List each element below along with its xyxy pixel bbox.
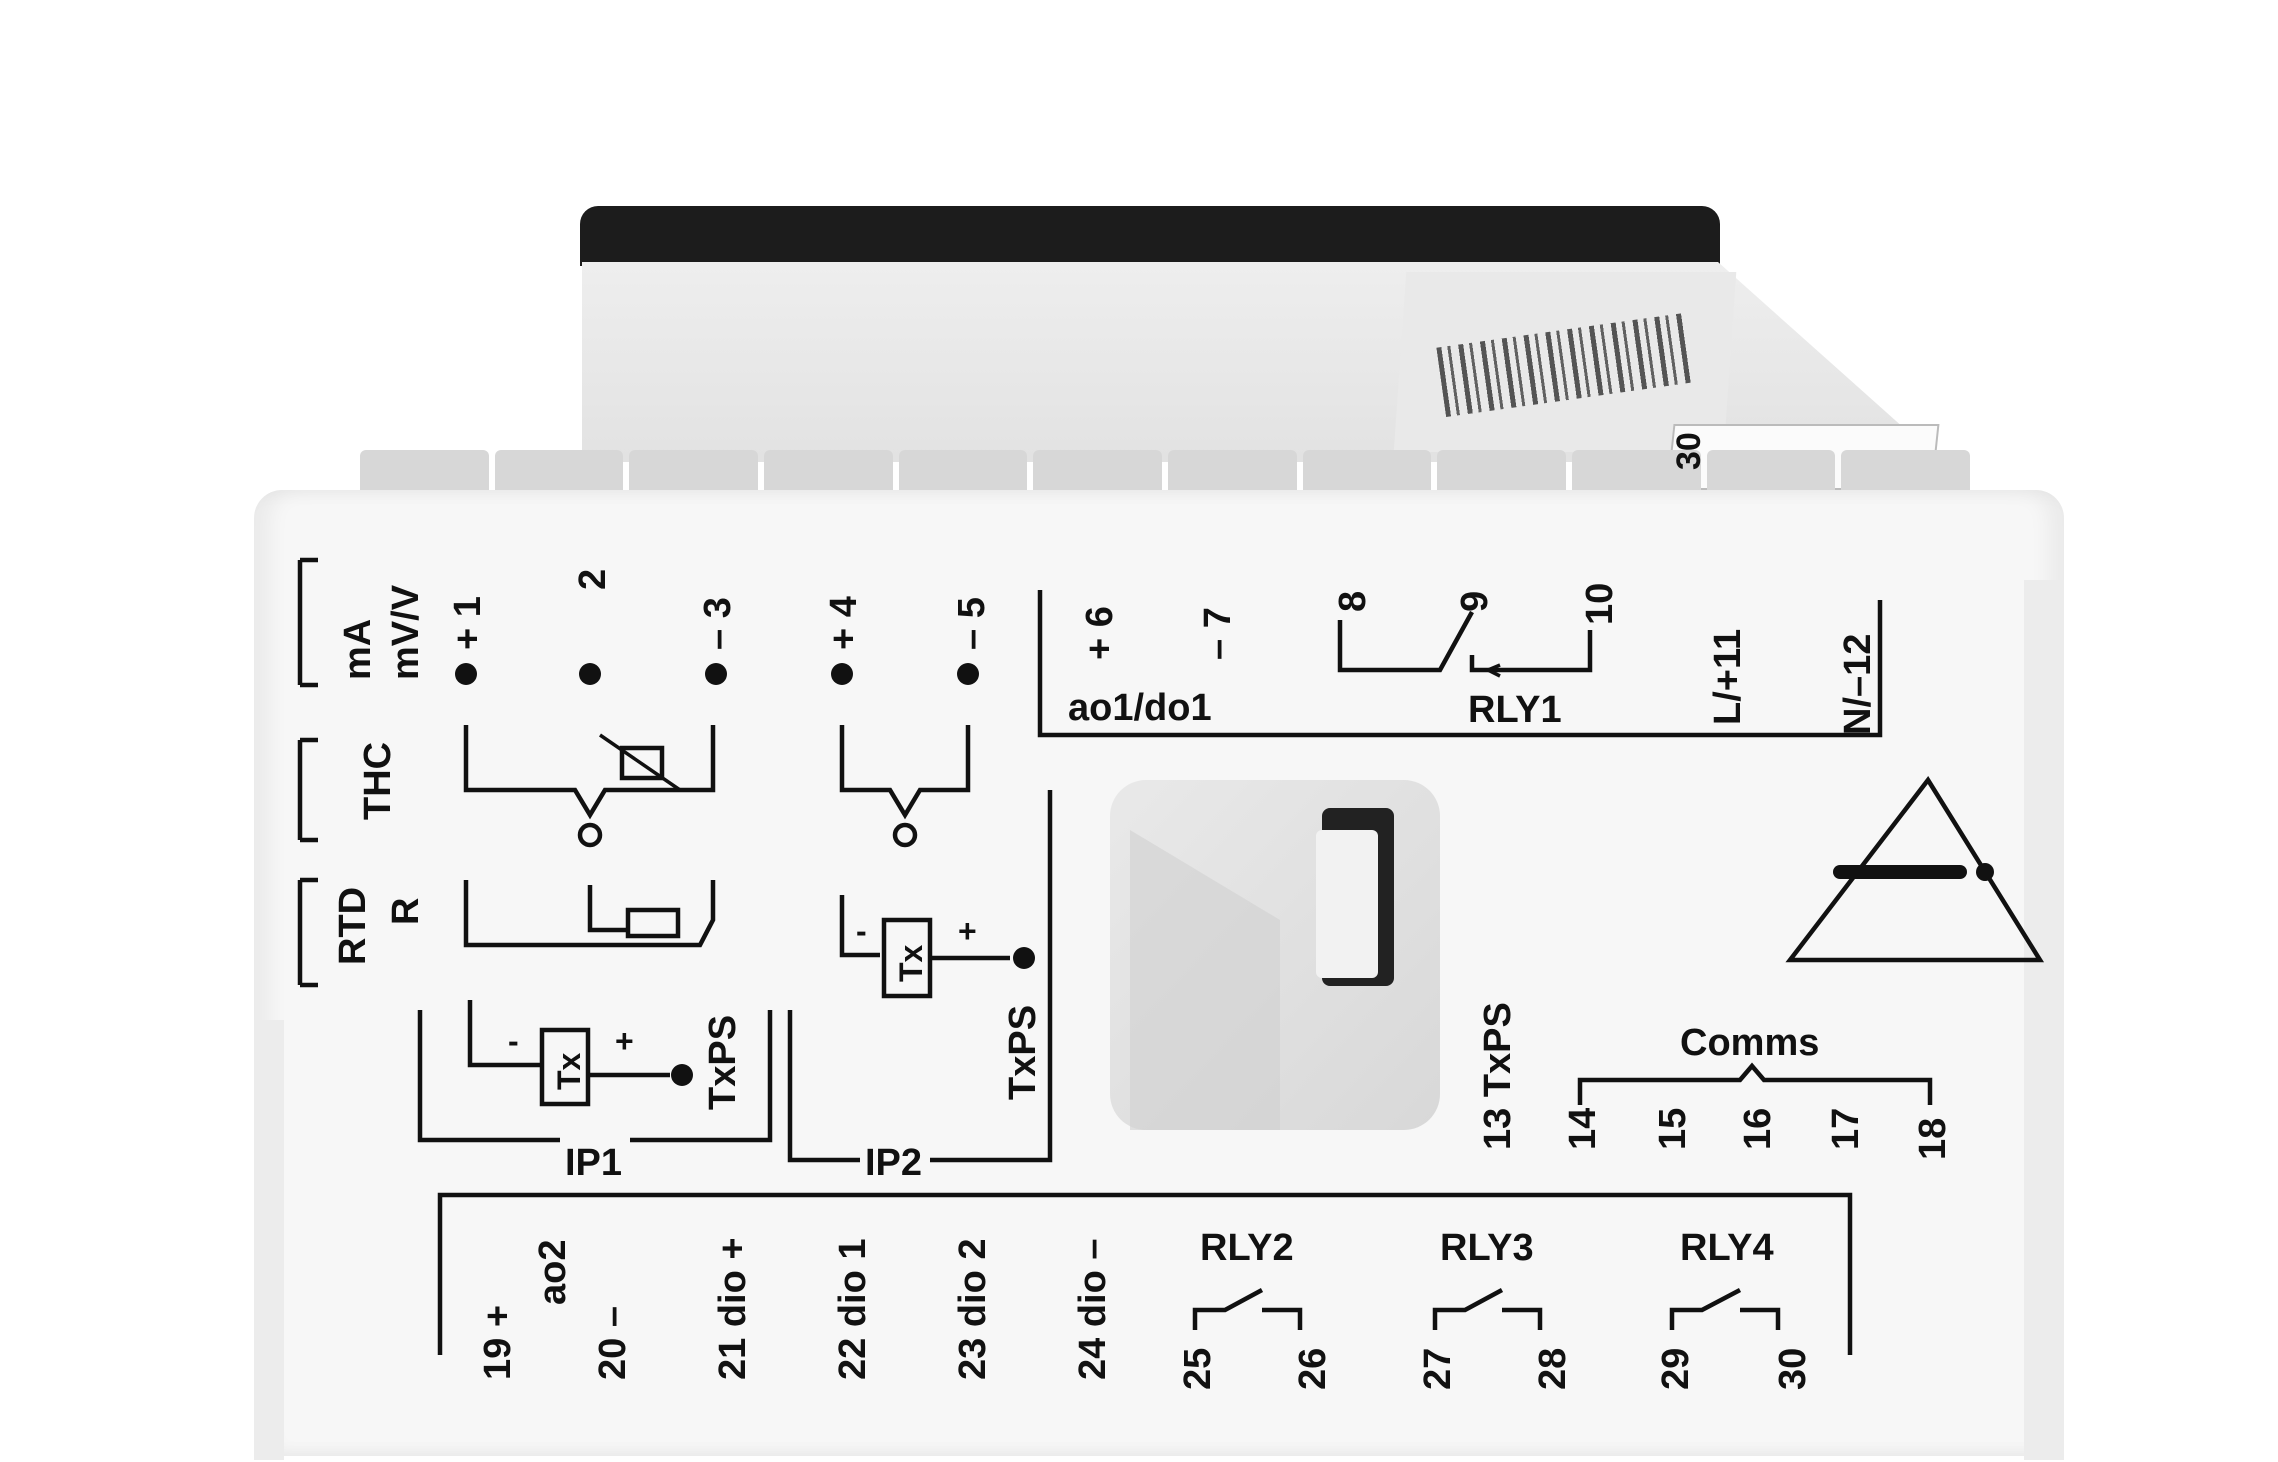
ip1-tx-box	[539, 1027, 591, 1107]
badge-text: 30	[1670, 432, 1708, 470]
label-mvv: mV/V	[385, 584, 427, 680]
terminal-7-label: – 7	[1197, 607, 1239, 660]
rly3-label: RLY3	[1440, 1227, 1534, 1269]
ip1-tx-lead	[467, 1000, 540, 1068]
terminal-12-label: N/–12	[1837, 634, 1879, 735]
terminal-11-label: L/+11	[1707, 629, 1749, 725]
ip1-txps-label: TxPS	[702, 1015, 744, 1110]
output-bracket-top	[1037, 590, 1883, 738]
ip1-tx-label: Tx	[551, 1052, 587, 1090]
comms-latch[interactable]	[1316, 830, 1378, 978]
ip1-tx-plus: +	[615, 1023, 634, 1059]
label-thc: THC	[357, 742, 399, 820]
terminal-28-label: 28	[1532, 1348, 1574, 1390]
warning-exclamation-dot	[1976, 863, 1994, 881]
terminal-5-label: – 5	[951, 597, 993, 650]
comms-label: Comms	[1680, 1022, 1819, 1064]
ip2-bracket	[787, 790, 1053, 1163]
terminal-23-label: 23 dio 2	[952, 1239, 994, 1381]
rly4-label: RLY4	[1680, 1227, 1774, 1269]
output-bracket-bottom	[437, 1192, 1853, 1355]
terminal-16-label: 16	[1737, 1108, 1779, 1150]
ip1-rtd-resistor	[619, 745, 665, 781]
terminal-13-label: 13 TxPS	[1477, 1002, 1519, 1150]
terminal-17-label: 17	[1825, 1108, 1867, 1150]
terminal-2-label: 2	[572, 569, 614, 590]
ip1-label: IP1	[565, 1142, 622, 1184]
ip2-txps-dot	[1013, 947, 1035, 969]
ip1-r-lead	[587, 885, 628, 933]
terminal-4-label: + 4	[823, 596, 865, 650]
terminal-20-label: 20 –	[592, 1306, 634, 1380]
terminal-8-label: 8	[1332, 591, 1374, 612]
terminal-26-label: 26	[1292, 1348, 1334, 1390]
ip1-junction	[577, 822, 603, 848]
terminal-9-label: 9	[1454, 591, 1496, 612]
rly4-contact-symbol	[1669, 1288, 1781, 1330]
rly2-contact-symbol	[1192, 1288, 1303, 1330]
terminal-14-label: 14	[1562, 1108, 1604, 1150]
panel-side-right	[2024, 580, 2064, 1460]
ip1-txps-dot	[671, 1064, 693, 1086]
rly2-label: RLY2	[1200, 1227, 1294, 1269]
ao2-label: ao2	[532, 1240, 574, 1305]
panel-side-left	[254, 1020, 284, 1460]
rly1-contact-symbol	[1337, 610, 1593, 673]
ip2-tx-plus: +	[958, 913, 977, 949]
recess-shadow	[1130, 830, 1280, 1130]
terminal-3-label: – 3	[697, 597, 739, 650]
terminal-22-label: 22 dio 1	[832, 1239, 874, 1381]
terminal-24-label: 24 dio –	[1072, 1239, 1114, 1381]
ip2-label: IP2	[865, 1142, 922, 1184]
terminal-27-label: 27	[1417, 1348, 1459, 1390]
terminal-21-label: 21 dio +	[712, 1237, 754, 1380]
rly3-contact-symbol	[1432, 1288, 1543, 1330]
ip2-tx-lead	[839, 895, 880, 958]
ip1-r-symbol	[463, 880, 716, 948]
ip2-txps-label: TxPS	[1002, 1005, 1044, 1100]
terminal-10-label: 10	[1579, 583, 1621, 625]
ip2-tx-label: Tx	[893, 944, 929, 982]
terminal-19-label: 19 +	[477, 1305, 519, 1380]
label-r: R	[385, 898, 427, 925]
ip1-tx-minus: -	[508, 1023, 519, 1059]
label-rtd: RTD	[332, 887, 374, 965]
terminal-6-label: + 6	[1079, 606, 1121, 660]
terminal-30-label: 30	[1772, 1348, 1814, 1390]
label-ma: mA	[337, 619, 379, 680]
ip1-thermocouple-symbol	[463, 725, 716, 820]
terminal-25-label: 25	[1177, 1348, 1219, 1390]
ao1-do1-label: ao1/do1	[1068, 687, 1212, 729]
terminal-18-label: 18	[1912, 1118, 1954, 1160]
input-terminal-dots	[455, 663, 979, 685]
ip2-tx-minus: -	[856, 913, 867, 949]
input-type-ticks	[300, 557, 318, 988]
terminal-1-label: + 1	[447, 596, 489, 650]
ip2-junction	[892, 822, 918, 848]
ip1-bracket	[417, 1010, 773, 1143]
ip1-rtd-arrow	[599, 733, 681, 792]
terminal-15-label: 15	[1652, 1108, 1694, 1150]
rly1-label: RLY1	[1468, 689, 1562, 731]
ip2-thermocouple-symbol	[839, 725, 971, 820]
terminal-29-label: 29	[1655, 1348, 1697, 1390]
ip1-r-resistor	[625, 907, 681, 939]
comms-bracket	[1577, 1062, 1933, 1105]
housing-top-cap	[580, 206, 1720, 266]
rly1-arrow	[1483, 663, 1501, 678]
